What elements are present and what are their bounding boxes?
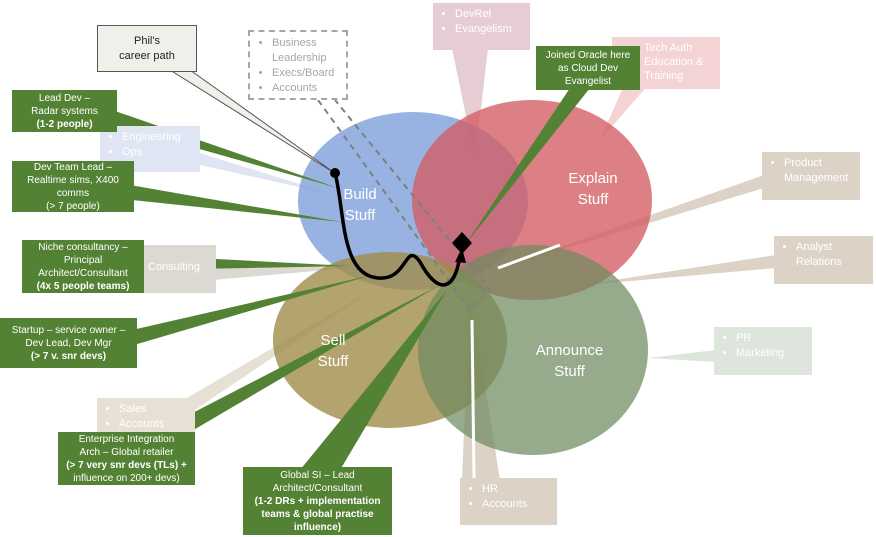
analyst-tail — [575, 255, 776, 286]
startup-tail — [132, 275, 372, 345]
techauth-tail — [600, 83, 650, 140]
analyst-relations-label: Analyst Relations — [796, 240, 865, 270]
sales-label: Sales — [119, 402, 187, 417]
business-leadership-label: Business Leadership — [272, 36, 338, 66]
enterprise-tail — [150, 285, 440, 435]
hr-pointer — [470, 319, 476, 479]
analyst-box: Analyst Relations — [774, 236, 873, 284]
execs-board-label: Execs/Board — [272, 66, 338, 81]
pr-label: PR — [736, 331, 804, 346]
career-title-line: Phil's — [134, 34, 160, 47]
tech-auth-label: Tech Auth Education & Training — [644, 42, 704, 82]
ops-label: Ops — [122, 145, 192, 160]
dev-team-lead-tail — [130, 185, 342, 222]
accounts-label: Accounts — [119, 417, 187, 432]
consulting-box: Consulting — [140, 245, 216, 293]
global-si-tail — [300, 290, 447, 470]
accounts-label: Accounts — [482, 497, 549, 512]
career-path-line — [333, 172, 462, 287]
career-start-dot — [330, 168, 340, 178]
career-lead-dev: Lead Dev –Radar systems(1-2 people) — [12, 90, 117, 132]
career-arrowhead-icon — [455, 248, 466, 263]
engineering-label: Engineering — [122, 130, 192, 145]
oracle-tail — [465, 88, 590, 245]
business-tail — [317, 99, 492, 312]
hr-box: HRAccounts — [460, 478, 557, 525]
announce-circle — [418, 245, 648, 455]
career-startup: Startup – service owner –Dev Lead, Dev M… — [0, 318, 137, 368]
devrel-tail — [452, 48, 488, 160]
product-pointer — [497, 243, 561, 270]
career-end-diamond-icon — [452, 232, 472, 254]
product-management-label: Product Management — [784, 156, 852, 186]
pr-tail — [648, 350, 716, 362]
explain-circle — [412, 100, 652, 300]
evangelism-label: Evangelism — [455, 22, 522, 37]
pr-box: PRMarketing — [714, 327, 812, 375]
devrel-label: DevRel — [455, 7, 522, 22]
accounts-label: Accounts — [272, 81, 338, 96]
consulting-label: Consulting — [148, 261, 200, 273]
product-box: Product Management — [762, 152, 860, 200]
career-path-title: Phil's career path — [97, 25, 197, 72]
engineering-tail — [190, 150, 335, 195]
business-box: Business LeadershipExecs/BoardAccounts — [248, 30, 348, 100]
devrel-box: DevRelEvangelism — [433, 3, 530, 50]
career-title-line: career path — [119, 49, 175, 62]
marketing-label: Marketing — [736, 346, 804, 361]
hr-label: HR — [482, 482, 549, 497]
